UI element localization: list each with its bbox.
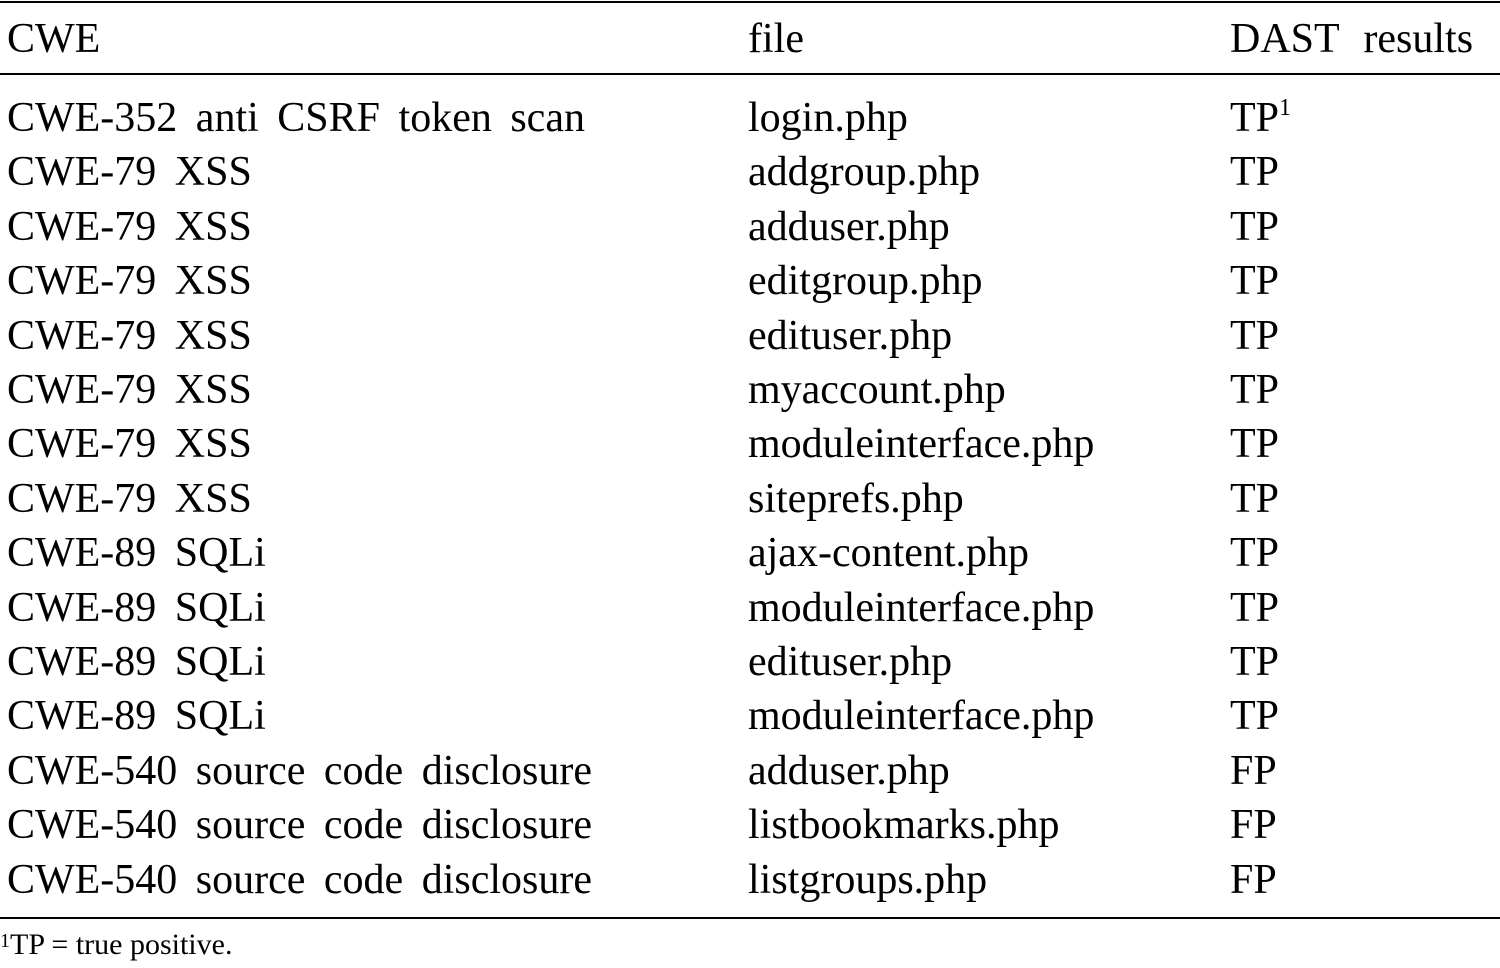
- result-value: TP: [1230, 639, 1280, 685]
- cell-dast-result: TP: [1230, 689, 1279, 743]
- table-row: CWE-89 SQLi edituser.php TP: [0, 635, 1500, 689]
- cell-cwe: CWE-89 SQLi: [7, 530, 266, 577]
- table-row: CWE-79 XSS siteprefs.php TP: [0, 472, 1500, 526]
- table-row: CWE-540 source code disclosure listbookma…: [0, 798, 1500, 852]
- cell-dast-result: TP: [1230, 635, 1279, 689]
- cell-dast-result: TP: [1230, 417, 1279, 471]
- cell-cwe: CWE-89 SQLi: [7, 639, 266, 685]
- cell-file: adduser.php: [748, 747, 950, 794]
- cell-dast-result: TP: [1230, 145, 1279, 199]
- cell-cwe: CWE-540 source code disclosure: [7, 747, 592, 794]
- footnote-text: TP = true positive.: [10, 928, 233, 961]
- table-row: CWE-79 XSS myaccount.php TP: [0, 363, 1500, 417]
- footnote-mark: 1: [0, 930, 10, 952]
- table-header-rule: [0, 73, 1500, 75]
- cell-file: editgroup.php: [748, 258, 983, 305]
- cell-cwe: CWE-540 source code disclosure: [7, 802, 592, 849]
- table-row: CWE-540 source code disclosure listgroups…: [0, 853, 1500, 907]
- cell-dast-result: FP: [1230, 853, 1277, 907]
- result-value: TP: [1230, 95, 1280, 141]
- cell-file: edituser.php: [748, 312, 953, 359]
- table-row: CWE-79 XSS moduleinterface.php TP: [0, 417, 1500, 471]
- cell-file: listbookmarks.php: [748, 802, 1060, 849]
- table-row: CWE-89 SQLi ajax-content.php TP: [0, 526, 1500, 580]
- cell-file: edituser.php: [748, 639, 953, 685]
- cell-cwe: CWE-540 source code disclosure: [7, 856, 592, 903]
- result-value: TP: [1230, 367, 1280, 413]
- table-row: CWE-79 XSS editgroup.php TP: [0, 254, 1500, 308]
- result-value: TP: [1230, 258, 1280, 305]
- result-value: FP: [1230, 856, 1277, 903]
- cell-file: addgroup.php: [748, 149, 981, 196]
- table-row: CWE-89 SQLi moduleinterface.php TP: [0, 581, 1500, 635]
- cell-dast-result: FP: [1230, 798, 1277, 852]
- table-row: CWE-79 XSS addgroup.php TP: [0, 145, 1500, 199]
- cell-cwe: CWE-79 XSS: [7, 421, 252, 468]
- cell-dast-result: TP: [1230, 309, 1279, 363]
- result-value: TP: [1230, 693, 1280, 740]
- table-top-rule: [0, 1, 1500, 3]
- table-row: CWE-89 SQLi moduleinterface.php TP: [0, 689, 1500, 743]
- footnote-reference: 1: [1279, 95, 1292, 121]
- result-value: TP: [1230, 475, 1280, 522]
- table-row: CWE-79 XSS adduser.php TP: [0, 200, 1500, 254]
- header-dast-results: DAST results: [1230, 16, 1474, 62]
- table-header-row: CWE file DAST results: [0, 12, 1500, 66]
- cell-cwe: CWE-79 XSS: [7, 203, 252, 250]
- cell-file: moduleinterface.php: [748, 584, 1095, 631]
- cell-cwe: CWE-89 SQLi: [7, 584, 266, 631]
- result-value: TP: [1230, 203, 1280, 250]
- table-row: CWE-352 anti CSRF token scan login.php TP1: [0, 91, 1500, 145]
- result-value: TP: [1230, 421, 1280, 468]
- result-value: TP: [1230, 584, 1280, 631]
- table-row: CWE-540 source code disclosure adduser.ph…: [0, 744, 1500, 798]
- cell-cwe: CWE-79 XSS: [7, 367, 252, 413]
- result-value: FP: [1230, 802, 1277, 849]
- cell-dast-result: TP: [1230, 581, 1279, 635]
- header-cwe: CWE: [7, 16, 101, 62]
- cell-file: siteprefs.php: [748, 475, 964, 522]
- cell-dast-result: TP: [1230, 200, 1279, 254]
- cell-file: listgroups.php: [748, 856, 988, 903]
- cell-file: adduser.php: [748, 203, 950, 250]
- cell-dast-result: TP1: [1230, 91, 1291, 145]
- cell-cwe: CWE-352 anti CSRF token scan: [7, 95, 585, 141]
- cell-cwe: CWE-79 XSS: [7, 475, 252, 522]
- table-bottom-rule: [0, 917, 1500, 919]
- table-row: CWE-79 XSS edituser.php TP: [0, 309, 1500, 363]
- cell-cwe: CWE-89 SQLi: [7, 693, 266, 740]
- result-value: TP: [1230, 149, 1280, 196]
- cell-file: ajax-content.php: [748, 530, 1030, 577]
- cell-dast-result: TP: [1230, 526, 1279, 580]
- result-value: TP: [1230, 530, 1280, 577]
- result-value: FP: [1230, 747, 1277, 794]
- result-value: TP: [1230, 312, 1280, 359]
- cell-file: myaccount.php: [748, 367, 1006, 413]
- cell-file: moduleinterface.php: [748, 693, 1095, 740]
- cell-dast-result: TP: [1230, 254, 1279, 308]
- cell-cwe: CWE-79 XSS: [7, 312, 252, 359]
- cell-dast-result: TP: [1230, 472, 1279, 526]
- cell-dast-result: TP: [1230, 363, 1279, 417]
- table-footnote: 1TP = true positive.: [0, 925, 232, 965]
- header-file: file: [748, 16, 804, 62]
- cell-file: moduleinterface.php: [748, 421, 1095, 468]
- cell-file: login.php: [748, 95, 908, 141]
- cell-dast-result: FP: [1230, 744, 1277, 798]
- cell-cwe: CWE-79 XSS: [7, 149, 252, 196]
- cell-cwe: CWE-79 XSS: [7, 258, 252, 305]
